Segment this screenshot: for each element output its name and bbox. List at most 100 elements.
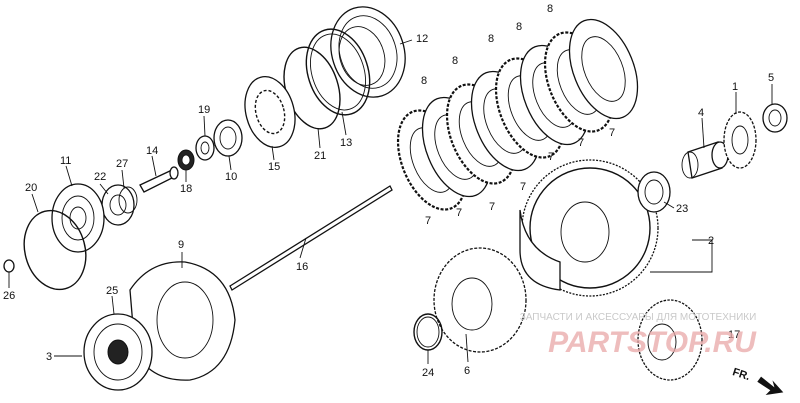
svg-text:19: 19 <box>198 104 210 116</box>
callout-7-b: 7 <box>456 207 462 219</box>
callout-27: 27 <box>116 158 128 189</box>
part-14-shaft <box>139 166 179 193</box>
callout-21: 21 <box>314 127 326 162</box>
callout-15: 15 <box>268 145 280 173</box>
callout-5: 5 <box>768 72 774 104</box>
callout-7-f: 7 <box>578 137 584 149</box>
svg-text:24: 24 <box>422 367 434 379</box>
part-18-needle-bearing <box>177 149 195 171</box>
callout-23: 23 <box>663 201 688 215</box>
callout-18: 18 <box>180 170 192 195</box>
watermark-caption: ЗАПЧАСТИ И АКСЕССУАРЫ ДЛЯ МОТОТЕХНИКИ <box>520 312 757 323</box>
callout-7-d: 7 <box>520 181 526 193</box>
part-20-snap-ring <box>23 209 87 291</box>
svg-text:20: 20 <box>25 182 37 194</box>
callout-3: 3 <box>46 351 82 363</box>
callout-7-e: 7 <box>548 151 554 163</box>
clutch-disc-8 <box>568 18 639 120</box>
callout-12: 12 <box>399 33 428 45</box>
watermark: ЗАПЧАСТИ И АКСЕССУАРЫ ДЛЯ МОТОТЕХНИКИ PA… <box>520 312 758 359</box>
svg-text:7: 7 <box>456 207 462 219</box>
callout-22: 22 <box>94 171 109 195</box>
svg-text:13: 13 <box>340 137 352 149</box>
svg-text:18: 18 <box>180 183 192 195</box>
callout-7-a: 7 <box>425 215 431 227</box>
callout-8-b: 8 <box>452 55 458 67</box>
svg-text:14: 14 <box>146 145 158 157</box>
svg-text:12: 12 <box>416 33 428 45</box>
svg-text:27: 27 <box>116 158 128 170</box>
part-10-bearing <box>213 119 243 157</box>
callout-8-d: 8 <box>516 21 522 33</box>
svg-text:7: 7 <box>548 151 554 163</box>
svg-text:7: 7 <box>578 137 584 149</box>
callout-9: 9 <box>178 239 184 268</box>
callout-19: 19 <box>198 104 210 137</box>
part-4-sleeve <box>681 141 729 179</box>
part-11-drum <box>51 183 105 253</box>
svg-text:15: 15 <box>268 161 280 173</box>
front-direction-label: FR. <box>731 366 752 383</box>
part-2-clutch-basket <box>519 159 659 297</box>
callout-2: 2 <box>650 235 714 273</box>
svg-text:21: 21 <box>314 150 326 162</box>
svg-text:7: 7 <box>489 201 495 213</box>
callout-14: 14 <box>146 145 158 177</box>
callout-8-c: 8 <box>488 33 494 45</box>
svg-text:8: 8 <box>547 3 553 15</box>
callout-26: 26 <box>3 272 15 302</box>
svg-text:8: 8 <box>452 55 458 67</box>
callout-6: 6 <box>464 333 470 377</box>
clutch-disc-bore-8 <box>581 36 626 102</box>
svg-text:9: 9 <box>178 239 184 251</box>
callout-10: 10 <box>225 155 237 183</box>
callout-25: 25 <box>106 285 118 315</box>
svg-text:4: 4 <box>698 107 704 119</box>
part-6-inner-hub <box>433 247 527 353</box>
svg-text:3: 3 <box>46 351 52 363</box>
callout-11: 11 <box>60 155 73 187</box>
svg-text:26: 26 <box>3 290 15 302</box>
callout-7-g: 7 <box>609 127 615 139</box>
svg-text:7: 7 <box>520 181 526 193</box>
part-22-hub <box>101 184 138 226</box>
svg-text:16: 16 <box>296 261 308 273</box>
svg-text:11: 11 <box>60 155 71 167</box>
svg-text:23: 23 <box>676 203 688 215</box>
svg-text:17: 17 <box>728 329 740 341</box>
svg-text:8: 8 <box>516 21 522 33</box>
watermark-brand: PARTSTOP.RU <box>548 326 757 359</box>
callout-1: 1 <box>732 81 738 114</box>
part-19-washer <box>195 135 215 161</box>
callout-4: 4 <box>698 107 705 149</box>
svg-text:6: 6 <box>464 365 470 377</box>
part-23-bushing <box>637 171 671 213</box>
callout-labels: 1 2 3 4 5 6 7 7 7 7 7 7 7 8 8 8 8 8 9 10… <box>3 3 774 379</box>
clutch-disc-stack <box>396 18 639 211</box>
part-17-gear <box>637 299 703 381</box>
callout-8-a: 8 <box>421 75 427 87</box>
part-26-small-washer <box>3 259 15 273</box>
svg-text:1: 1 <box>732 81 738 93</box>
callout-20: 20 <box>25 182 39 213</box>
callout-7-c: 7 <box>489 201 495 213</box>
svg-text:8: 8 <box>488 33 494 45</box>
part-16-rod <box>229 185 393 291</box>
svg-text:7: 7 <box>609 127 615 139</box>
callout-17: 17 <box>728 329 740 341</box>
callout-24: 24 <box>422 350 434 379</box>
part-24-o-ring <box>413 313 443 351</box>
part-5-seal <box>762 103 788 133</box>
part-3-pulley <box>83 313 153 391</box>
svg-text:25: 25 <box>106 285 118 297</box>
svg-text:8: 8 <box>421 75 427 87</box>
front-direction-marker: FR. <box>731 366 784 395</box>
arrow-right-icon <box>757 376 784 395</box>
svg-text:2: 2 <box>708 235 714 247</box>
part-1-sprocket <box>723 111 757 169</box>
svg-text:5: 5 <box>768 72 774 84</box>
part-12-pressure-plate <box>330 6 406 98</box>
part-13-ring <box>305 28 371 116</box>
